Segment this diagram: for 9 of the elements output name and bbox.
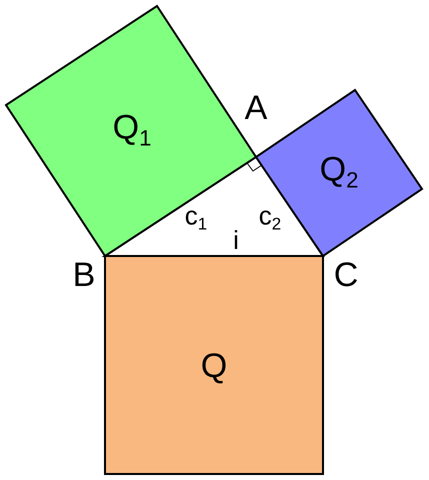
area-label: Q$_{2}$ [320, 152, 358, 192]
side-label: c$_{2}$ [258, 202, 282, 234]
side-label: i [233, 227, 239, 253]
area-label: Q$_{1}$ [112, 110, 152, 150]
vertex-label: B [72, 258, 96, 292]
area-label: Q [200, 349, 228, 383]
vertex-label: C [334, 258, 358, 292]
side-label: c$_{1}$ [184, 202, 208, 234]
vertex-label: A [244, 91, 268, 125]
